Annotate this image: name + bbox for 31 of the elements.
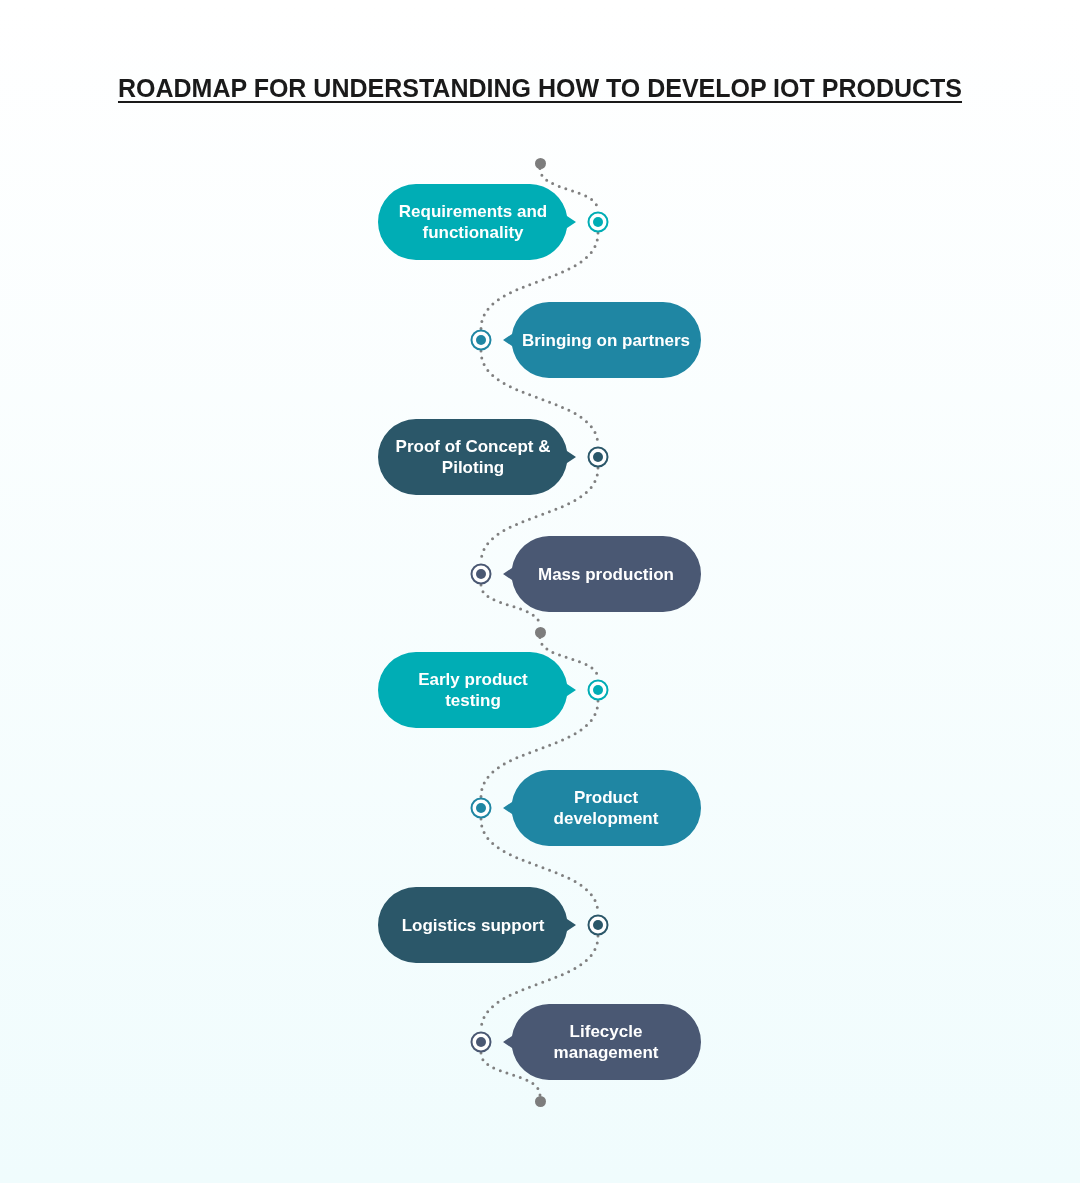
ring-marker bbox=[470, 797, 492, 819]
step-label: Lifecycle management bbox=[552, 1021, 660, 1063]
ring-marker bbox=[587, 446, 609, 468]
title: ROADMAP FOR UNDERSTANDING HOW TO DEVELOP IOT PRODUCTS bbox=[118, 73, 962, 104]
step-pill bbox=[378, 652, 576, 728]
dotted-connector bbox=[479, 231, 600, 331]
step-pill bbox=[378, 184, 576, 260]
dotted-connector bbox=[479, 699, 600, 799]
ring-marker bbox=[470, 563, 492, 585]
step-label: Bringing on partners bbox=[521, 329, 691, 351]
step-label: Proof of Concept & Piloting bbox=[394, 436, 552, 478]
ring-marker bbox=[587, 679, 609, 701]
ring-marker bbox=[587, 914, 609, 936]
ring-marker bbox=[587, 211, 609, 233]
path-dot bbox=[534, 157, 546, 169]
step-label: Product development bbox=[552, 787, 660, 829]
step-label: Mass production bbox=[538, 563, 674, 585]
path-dot bbox=[534, 1095, 546, 1107]
ring-marker bbox=[470, 1031, 492, 1053]
step-label: Requirements and functionality bbox=[397, 201, 549, 243]
step-pill bbox=[503, 1004, 701, 1080]
ring-marker bbox=[470, 329, 492, 351]
step-pill bbox=[503, 536, 701, 612]
step-pill bbox=[378, 419, 576, 495]
step-pill bbox=[503, 770, 701, 846]
step-label: Early product testing bbox=[417, 669, 529, 711]
step-pill bbox=[503, 302, 701, 378]
path-dot bbox=[534, 626, 546, 638]
step-label: Logistics support bbox=[401, 914, 545, 936]
step-pill bbox=[378, 887, 576, 963]
dotted-connector bbox=[479, 1051, 542, 1097]
